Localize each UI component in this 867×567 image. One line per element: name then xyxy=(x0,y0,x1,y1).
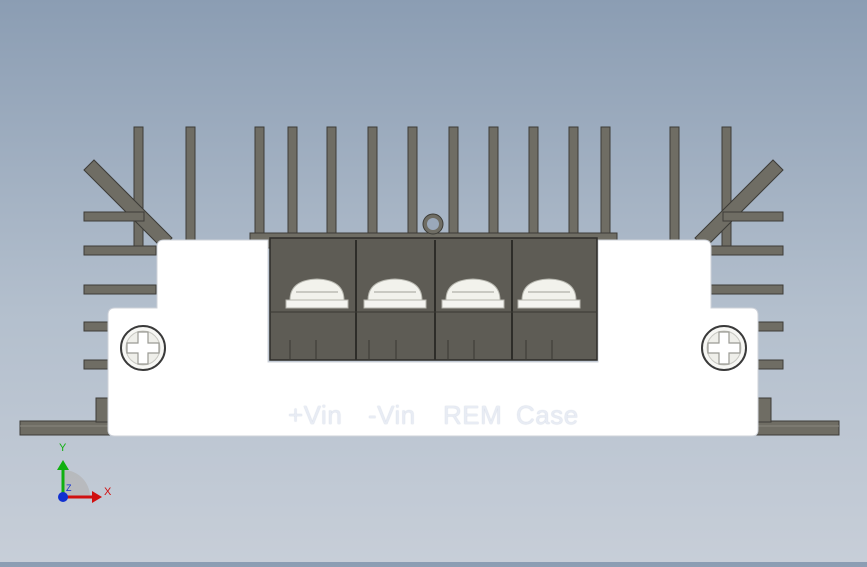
heatsink-diagonal-fins xyxy=(83,159,784,249)
coordinate-triad-icon[interactable] xyxy=(57,460,102,503)
terminal-screw-icon xyxy=(517,278,581,309)
label-case: Case xyxy=(516,400,579,430)
label-rem: REM xyxy=(443,400,503,430)
z-axis-label: Z xyxy=(66,483,72,493)
label-plus-vin: +Vin xyxy=(288,400,343,430)
terminal-screw-icon xyxy=(363,278,427,309)
phillips-screw-icon xyxy=(701,325,747,371)
x-axis-label: X xyxy=(104,486,112,498)
terminal-screw-icon xyxy=(285,278,349,309)
terminal-cover xyxy=(107,239,759,437)
phillips-screw-icon xyxy=(120,325,166,371)
y-axis-label: Y xyxy=(59,442,67,454)
label-minus-vin: -Vin xyxy=(368,400,416,430)
terminal-screw-icon xyxy=(441,278,505,309)
